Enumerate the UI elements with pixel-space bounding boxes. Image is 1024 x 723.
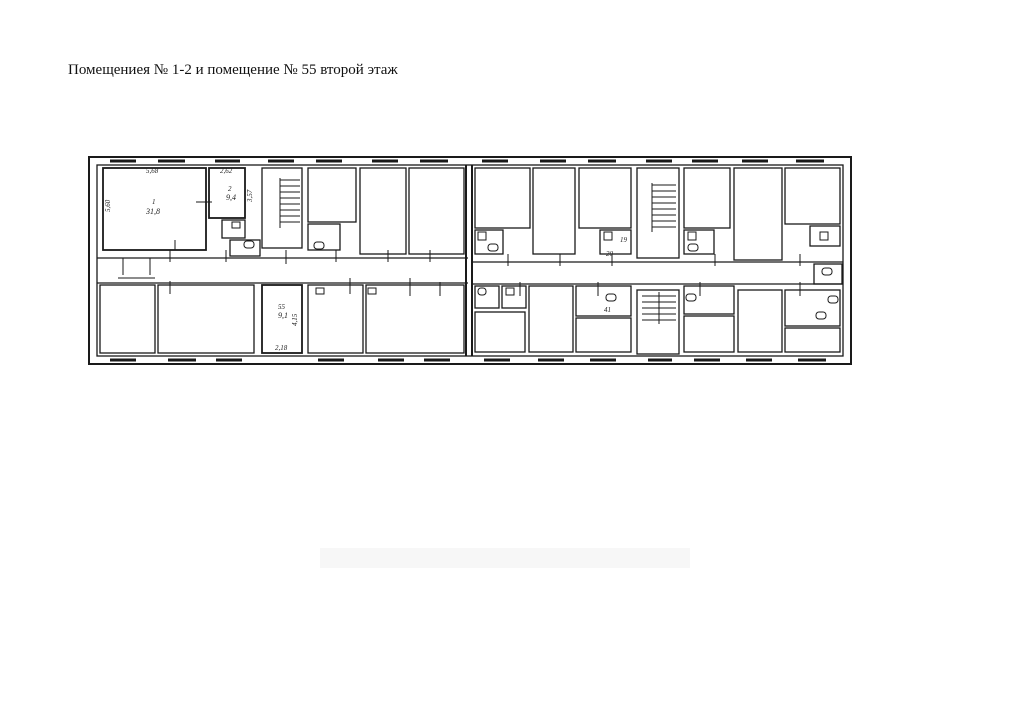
room-2-number: 2 bbox=[228, 185, 232, 193]
room-r-bot-e bbox=[683, 285, 735, 315]
room-r-bot-d bbox=[575, 317, 632, 353]
wc-1 bbox=[221, 219, 246, 239]
room-r-bot-i bbox=[784, 327, 841, 353]
room-r-top-d bbox=[683, 167, 731, 229]
stairwell-2 bbox=[636, 167, 680, 259]
room-top-c bbox=[408, 167, 465, 255]
wc-r-5 bbox=[474, 285, 500, 309]
wc-r-6 bbox=[501, 285, 527, 309]
room-top-a bbox=[307, 167, 357, 223]
wc-r-1 bbox=[474, 229, 504, 255]
room-2-width: 2,62 bbox=[220, 167, 233, 175]
stairs-2 bbox=[651, 183, 676, 232]
room-r-bot-c bbox=[575, 285, 632, 317]
room-label-41: 41 bbox=[604, 306, 611, 314]
room-55-area: 9,1 bbox=[278, 311, 288, 320]
outer-wall bbox=[88, 156, 852, 365]
room-top-b bbox=[359, 167, 407, 255]
wc-2 bbox=[229, 239, 261, 257]
room-bottom-d bbox=[365, 284, 465, 354]
room-r-bot-g bbox=[737, 289, 783, 353]
room-55-number: 55 bbox=[278, 303, 286, 311]
wc-r-3 bbox=[683, 229, 715, 255]
room-1-width: 5,68 bbox=[146, 167, 159, 175]
room-bottom-b bbox=[157, 284, 255, 354]
room-55-depth: 4,15 bbox=[291, 313, 299, 326]
stairwell-1 bbox=[261, 167, 303, 249]
room-r-top-f bbox=[784, 167, 841, 225]
room-bottom-a bbox=[99, 284, 156, 354]
room-label-20: 20 bbox=[606, 250, 614, 258]
room-55-width: 2,18 bbox=[275, 344, 288, 352]
wc-r-7 bbox=[813, 263, 843, 285]
room-55 bbox=[261, 284, 303, 354]
room-2-area: 9,4 bbox=[226, 193, 236, 202]
room-r-bot-h bbox=[784, 289, 841, 327]
inner-wall bbox=[96, 164, 844, 357]
wc-r-2 bbox=[599, 229, 632, 255]
room-r-bot-a bbox=[474, 311, 526, 353]
wc-3 bbox=[307, 223, 341, 251]
room-r-top-e bbox=[733, 167, 783, 261]
room-r-top-a bbox=[474, 167, 531, 229]
faint-smudge bbox=[320, 548, 690, 568]
room-r-top-c bbox=[578, 167, 632, 229]
room-bottom-c bbox=[307, 284, 364, 354]
room-label-19: 19 bbox=[620, 236, 628, 244]
stairs-3 bbox=[642, 292, 676, 324]
room-2 bbox=[208, 167, 246, 219]
room-1-area: 31,8 bbox=[145, 207, 160, 216]
room-r-top-b bbox=[532, 167, 576, 255]
room-2-depth: 3,57 bbox=[246, 189, 254, 203]
stairwell-3 bbox=[636, 289, 680, 355]
room-1 bbox=[102, 167, 207, 251]
room-1-number: 1 bbox=[152, 198, 156, 206]
plan-title: Помещениея № 1-2 и помещение № 55 второй… bbox=[68, 62, 398, 78]
room-r-bot-b bbox=[528, 285, 574, 353]
room-r-bot-f bbox=[683, 315, 735, 353]
room-1-depth: 5,60 bbox=[104, 199, 112, 212]
wc-r-4 bbox=[809, 225, 841, 247]
stairs-1 bbox=[279, 178, 300, 228]
